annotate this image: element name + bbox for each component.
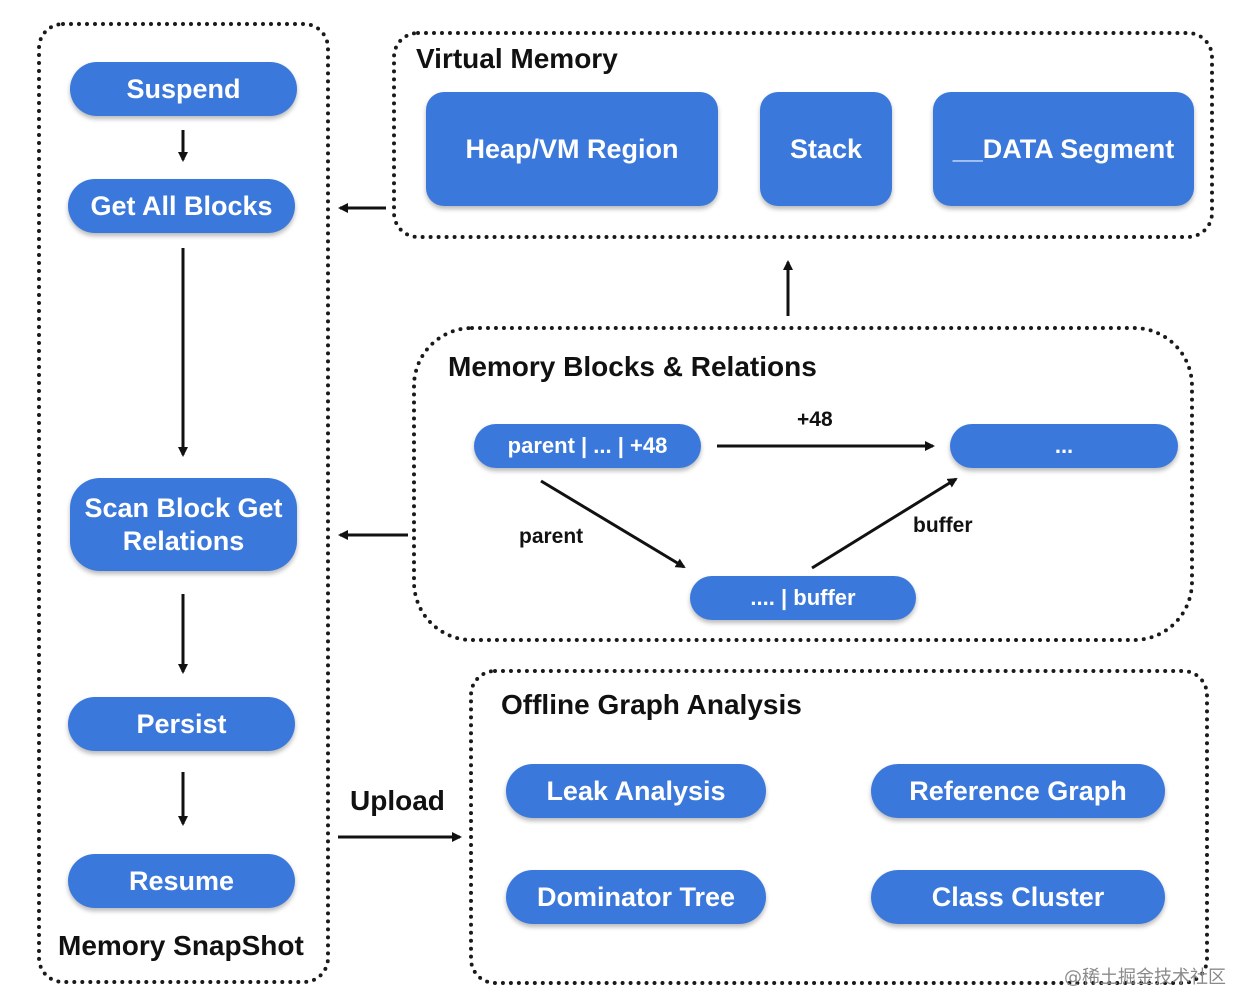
heap-vm-region-box[interactable]: Heap/VM Region: [426, 92, 718, 206]
scan-block-get-relations-step[interactable]: Scan Block Get Relations: [70, 478, 297, 571]
buffer-block-node[interactable]: .... | buffer: [690, 576, 916, 620]
resume-step[interactable]: Resume: [68, 854, 295, 908]
reference-graph-box[interactable]: Reference Graph: [871, 764, 1165, 818]
data-segment-box[interactable]: __DATA Segment: [933, 92, 1194, 206]
memory-blocks-title: Memory Blocks & Relations: [448, 351, 817, 382]
stack-box[interactable]: Stack: [760, 92, 892, 206]
leak-analysis-box[interactable]: Leak Analysis: [506, 764, 766, 818]
dominator-tree-box[interactable]: Dominator Tree: [506, 870, 766, 924]
edge-buffer-arrow: [811, 477, 958, 570]
virtual-memory-group: [392, 31, 1214, 239]
offline-graph-analysis-group: [469, 669, 1209, 985]
watermark: @稀土掘金技术社区: [1064, 967, 1226, 988]
target-block-node[interactable]: ...: [950, 424, 1178, 468]
suspend-step[interactable]: Suspend: [70, 62, 297, 116]
get-all-blocks-step[interactable]: Get All Blocks: [68, 179, 295, 233]
edge-offset-label: +48: [797, 408, 833, 431]
memory-blocks-group: [412, 326, 1194, 642]
edge-buffer-label: buffer: [913, 514, 973, 537]
virtual-memory-title: Virtual Memory: [416, 43, 618, 74]
upload-label: Upload: [350, 785, 445, 816]
parent-block-node[interactable]: parent | ... | +48: [474, 424, 701, 468]
offline-graph-analysis-title: Offline Graph Analysis: [501, 689, 802, 720]
class-cluster-box[interactable]: Class Cluster: [871, 870, 1165, 924]
memory-snapshot-group: [37, 22, 330, 984]
persist-step[interactable]: Persist: [68, 697, 295, 751]
memory-snapshot-title: Memory SnapShot: [58, 930, 304, 961]
edge-parent-label: parent: [519, 525, 584, 548]
edge-parent-arrow: [540, 479, 686, 569]
